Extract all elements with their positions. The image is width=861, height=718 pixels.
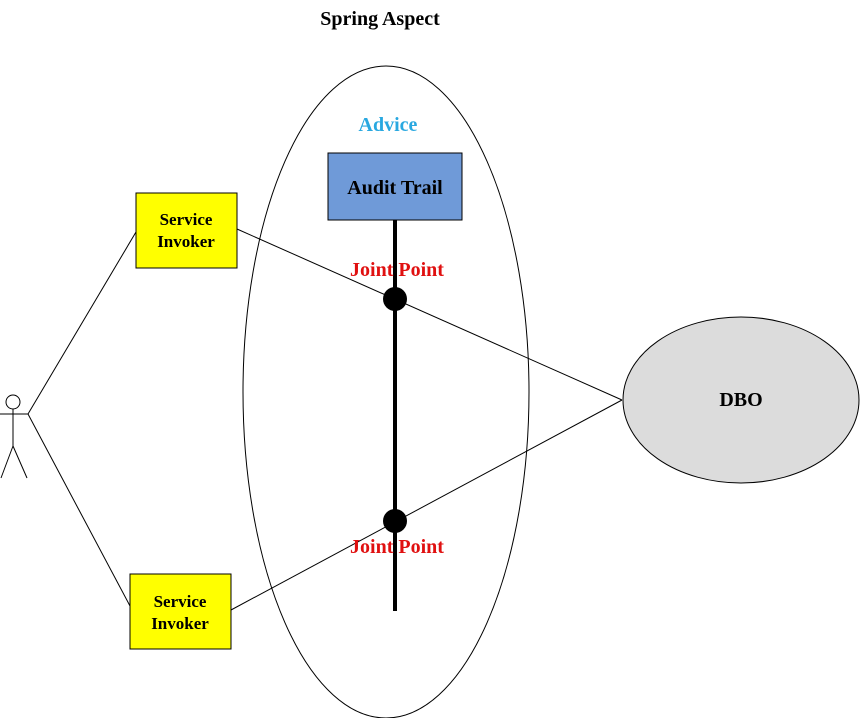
actor-icon — [0, 394, 28, 479]
joint-point-bottom-label: Joint Point — [350, 536, 444, 558]
service-invoker-bottom-box — [129, 573, 232, 650]
diagram-title: Spring Aspect — [320, 8, 440, 30]
service-invoker-top-line2: Invoker — [157, 232, 215, 251]
connector-invoker-bottom-dbo — [230, 399, 623, 611]
audit-trail-label: Audit Trail — [347, 177, 443, 199]
joint-point-top-dot — [383, 287, 407, 311]
dbo-ellipse — [622, 316, 860, 484]
service-invoker-top-line1: Service — [160, 210, 213, 229]
service-invoker-bottom-line1: Service — [154, 592, 207, 611]
service-invoker-top-box — [135, 192, 238, 269]
connector-invoker-top-dbo — [236, 228, 623, 401]
advice-label: Advice — [359, 114, 418, 136]
joint-point-top-label: Joint Point — [350, 259, 444, 281]
service-invoker-bottom-line2: Invoker — [151, 614, 209, 633]
audit-trail-box — [327, 152, 463, 221]
aspect-ellipse — [242, 65, 530, 718]
dbo-label: DBO — [719, 389, 762, 411]
connector-actor-invoker-bottom — [27, 413, 131, 607]
joint-point-bottom-dot — [383, 509, 407, 533]
connector-actor-invoker-top — [27, 231, 137, 415]
